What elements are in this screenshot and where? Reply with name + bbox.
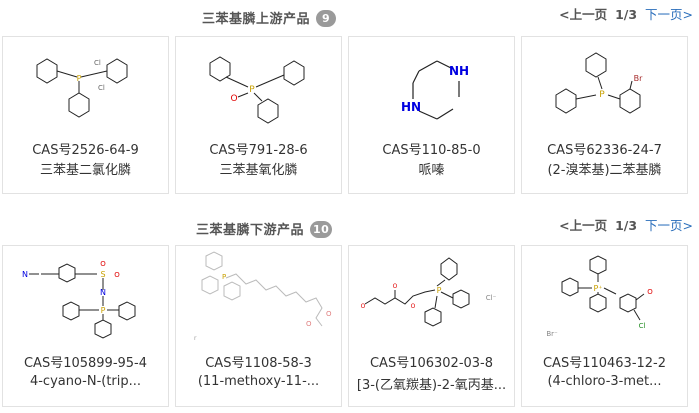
structure-image: NH HN bbox=[401, 60, 469, 120]
downstream-count-badge: 10 bbox=[310, 221, 333, 238]
label-p: P bbox=[222, 273, 226, 281]
label-r: r bbox=[194, 335, 197, 342]
product-card[interactable]: P O O O Cl⁻ CAS号106302-03-8 [3-(乙氧羰基)-2-… bbox=[348, 245, 515, 407]
structure-image: P Br bbox=[555, 52, 643, 114]
product-name[interactable]: [3-(乙氧羰基)-2-氧丙基... bbox=[356, 378, 507, 393]
downstream-section-title: 三苯基膦下游产品 10 bbox=[196, 219, 333, 238]
product-cas[interactable]: CAS号1108-58-3 bbox=[205, 356, 312, 371]
label-n: N bbox=[100, 288, 106, 297]
upstream-page-indicator: 1/3 bbox=[615, 7, 638, 22]
label-cl: Cl bbox=[98, 84, 105, 92]
label-o: O bbox=[647, 288, 653, 296]
upstream-pager: <上一页 1/3 下一页> bbox=[559, 4, 693, 23]
label-p: P bbox=[101, 306, 106, 315]
upstream-section-title: 三苯基膦上游产品 9 bbox=[202, 8, 337, 27]
downstream-pager: <上一页 1/3 下一页> bbox=[559, 215, 693, 234]
downstream-next-page-link[interactable]: 下一页> bbox=[645, 218, 693, 233]
label-chloride: Cl⁻ bbox=[486, 294, 497, 302]
structure-image: P O O r bbox=[194, 251, 332, 342]
product-cas[interactable]: CAS号110463-12-2 bbox=[542, 356, 667, 371]
label-br: Br bbox=[634, 74, 643, 83]
product-name[interactable]: 哌嗪 bbox=[418, 163, 445, 178]
label-p: P bbox=[437, 286, 442, 295]
structure-image: N S O O N P bbox=[22, 260, 136, 339]
product-cas[interactable]: CAS号106302-03-8 bbox=[369, 356, 494, 371]
label-cl: Cl bbox=[94, 59, 101, 67]
product-cas[interactable]: CAS号2526-64-9 bbox=[32, 143, 139, 158]
product-name[interactable]: 4-cyano-N-(trip... bbox=[29, 374, 142, 389]
label-p-plus: P⁺ bbox=[593, 284, 602, 293]
label-cl: Cl bbox=[639, 322, 646, 330]
structure-image: P O O O Cl⁻ bbox=[361, 257, 497, 327]
label-nh: NH bbox=[449, 64, 469, 78]
label-bromide: Br⁻ bbox=[546, 330, 558, 338]
structure-image: P O bbox=[209, 56, 305, 124]
label-hn: HN bbox=[401, 100, 421, 114]
product-name[interactable]: (11-methoxy-11-... bbox=[197, 374, 320, 389]
upstream-prev-page-link[interactable]: <上一页 bbox=[559, 7, 608, 22]
label-o: O bbox=[326, 310, 332, 318]
product-card[interactable]: P O CAS号791-28-6 三苯基氧化膦 bbox=[175, 36, 342, 194]
upstream-count-badge: 9 bbox=[316, 10, 337, 27]
label-o: O bbox=[393, 283, 398, 290]
product-card[interactable]: P Br CAS号62336-24-7 (2-溴苯基)二苯基膦 bbox=[521, 36, 688, 194]
upstream-title-text: 三苯基膦上游产品 bbox=[202, 12, 311, 27]
label-o: O bbox=[306, 320, 312, 328]
label-o: O bbox=[361, 303, 366, 310]
product-cas[interactable]: CAS号791-28-6 bbox=[209, 143, 308, 158]
svg-text:P: P bbox=[77, 74, 82, 83]
product-card[interactable]: P⁺ O Cl Br⁻ CAS号110463-12-2 (4-chloro-3-… bbox=[521, 245, 688, 407]
downstream-page-indicator: 1/3 bbox=[615, 218, 638, 233]
product-cas[interactable]: CAS号105899-95-4 bbox=[23, 356, 148, 371]
product-name[interactable]: 三苯基氧化膦 bbox=[219, 163, 298, 178]
label-o: O bbox=[114, 271, 120, 279]
label-o: O bbox=[100, 260, 106, 268]
product-card[interactable]: P Cl Cl CAS号2526-64-9 三苯基二氯化膦 bbox=[2, 36, 169, 194]
product-cas[interactable]: CAS号110-85-0 bbox=[382, 143, 481, 158]
label-n: N bbox=[22, 270, 28, 279]
downstream-prev-page-link[interactable]: <上一页 bbox=[559, 218, 608, 233]
structure-image: P Cl Cl bbox=[36, 58, 128, 118]
upstream-next-page-link[interactable]: 下一页> bbox=[645, 7, 693, 22]
product-card[interactable]: N S O O N P CAS号105899-95-4 4-cyano-N-(t… bbox=[2, 245, 169, 407]
structure-image: P⁺ O Cl Br⁻ bbox=[546, 255, 653, 338]
product-name[interactable]: (2-溴苯基)二苯基膦 bbox=[547, 163, 662, 178]
product-card[interactable]: P O O r CAS号1108-58-3 (11-methoxy-11-... bbox=[175, 245, 342, 407]
downstream-title-text: 三苯基膦下游产品 bbox=[196, 223, 305, 238]
label-p: P bbox=[599, 90, 605, 100]
label-o: O bbox=[230, 94, 237, 104]
label-o: O bbox=[411, 303, 416, 310]
product-cas[interactable]: CAS号62336-24-7 bbox=[547, 143, 662, 158]
product-name[interactable]: 三苯基二氯化膦 bbox=[39, 163, 131, 178]
label-s: S bbox=[100, 270, 105, 279]
product-card[interactable]: NH HN CAS号110-85-0 哌嗪 bbox=[348, 36, 515, 194]
label-p: P bbox=[249, 85, 255, 95]
product-name[interactable]: (4-chloro-3-met... bbox=[547, 374, 662, 389]
